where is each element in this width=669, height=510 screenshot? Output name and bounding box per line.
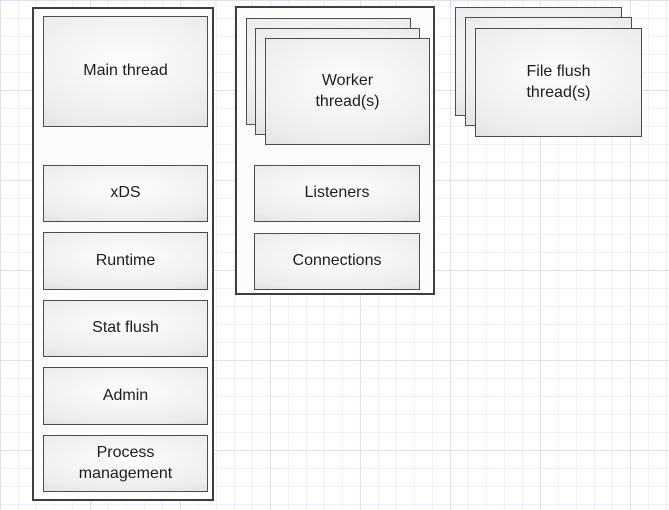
file-flush-label: File flush thread(s) (526, 62, 591, 101)
xds-box: xDS (43, 165, 208, 222)
listeners-label: Listeners (304, 184, 370, 202)
runtime-box: Runtime (43, 232, 208, 290)
process-management-label: Process management (78, 443, 173, 482)
worker-thread-container: Worker thread(s) Listeners Connections (235, 6, 435, 295)
main-thread-label: Main thread (83, 62, 168, 80)
file-flush-box: File flush thread(s) (475, 28, 642, 137)
xds-label: xDS (110, 184, 141, 202)
stat-flush-label: Stat flush (92, 319, 159, 337)
worker-threads-label: Worker thread(s) (315, 71, 380, 110)
worker-threads-box: Worker thread(s) (265, 38, 430, 145)
runtime-label: Runtime (95, 251, 156, 269)
stat-flush-box: Stat flush (43, 300, 208, 357)
main-thread-box: Main thread (43, 16, 208, 127)
connections-label: Connections (292, 252, 382, 270)
process-management-box: Process management (43, 435, 208, 492)
listeners-box: Listeners (254, 165, 420, 222)
main-thread-container: Main thread xDS Runtime Stat flush Admin… (32, 7, 214, 501)
admin-box: Admin (43, 367, 208, 425)
admin-label: Admin (102, 386, 149, 404)
connections-box: Connections (254, 233, 420, 290)
